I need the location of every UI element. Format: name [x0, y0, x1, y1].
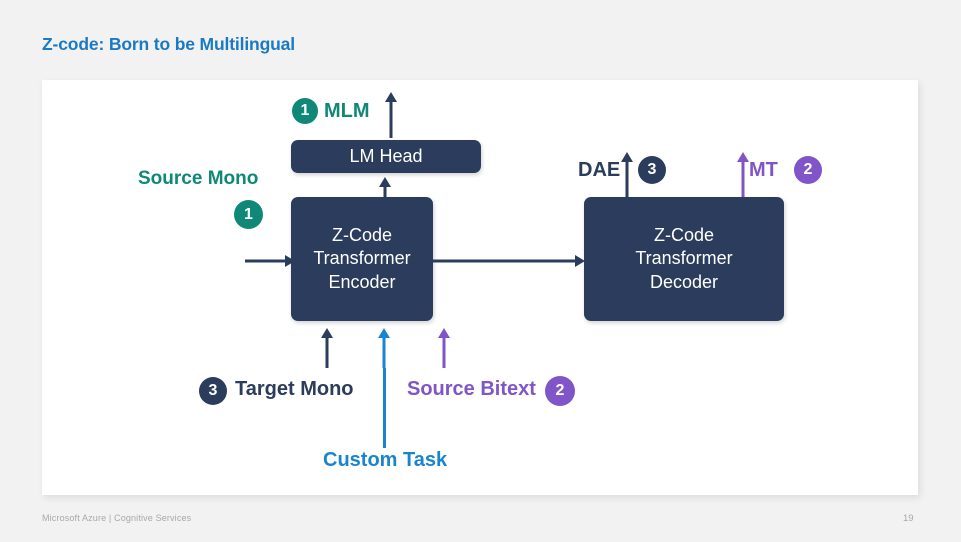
badge-mt-2: 2 — [794, 156, 822, 184]
arrow-source-bitext-to-encoder — [437, 328, 451, 368]
footer-text: Microsoft Azure | Cognitive Services — [42, 513, 192, 523]
arrow-decoder-to-mt — [736, 152, 750, 198]
arrow-decoder-to-dae — [620, 152, 634, 198]
node-encoder: Z-Code Transformer Encoder — [291, 197, 433, 321]
arrow-custom-task-to-encoder — [377, 328, 391, 368]
label-dae: DAE — [578, 159, 621, 181]
label-mlm: MLM — [324, 100, 370, 122]
arrow-lm-head-to-mlm — [384, 92, 398, 138]
page-number: 19 — [903, 513, 914, 524]
badge-source-mono-1: 1 — [234, 200, 263, 229]
node-decoder-label: Z-Code Transformer Decoder — [635, 225, 733, 292]
label-mt: MT — [749, 159, 778, 181]
label-source-mono: Source Mono — [138, 168, 259, 189]
arrow-target-mono-to-encoder — [320, 328, 334, 368]
label-source-bitext: Source Bitext — [407, 378, 536, 400]
node-lm-head-label: LM Head — [349, 145, 423, 166]
label-target-mono: Target Mono — [235, 378, 354, 400]
label-custom-task: Custom Task — [323, 449, 448, 471]
diagram-canvas: 1 MLM LM Head Source Mono 1 Z-Code Trans… — [42, 80, 918, 495]
badge-mlm-1: 1 — [292, 98, 318, 124]
arrow-encoder-to-lm-head — [378, 177, 392, 205]
badge-dae-3: 3 — [638, 156, 666, 184]
node-encoder-label: Z-Code Transformer Encoder — [313, 225, 411, 292]
node-lm-head: LM Head — [291, 140, 481, 173]
page-title: Z-code: Born to be Multilingual — [42, 34, 295, 54]
badge-target-mono-3: 3 — [199, 377, 227, 405]
node-decoder: Z-Code Transformer Decoder — [584, 197, 784, 321]
badge-source-bitext-2: 2 — [545, 376, 575, 406]
arrow-source-mono-to-encoder — [245, 254, 295, 268]
arrow-encoder-to-decoder — [433, 254, 585, 268]
line-custom-task — [383, 368, 386, 448]
